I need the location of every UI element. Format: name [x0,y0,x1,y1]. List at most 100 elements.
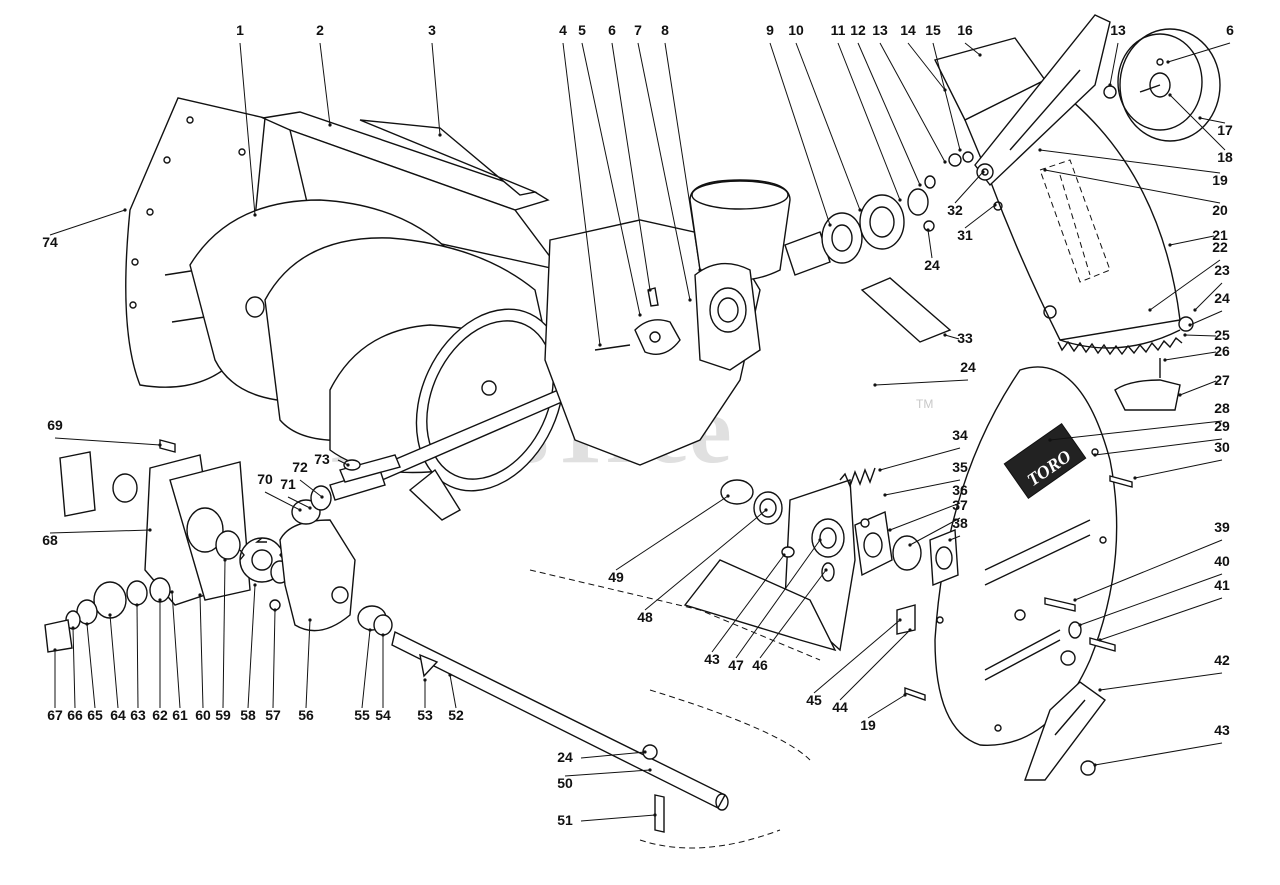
leader-arrow-6b [1166,60,1170,64]
leader-line-71 [287,496,311,509]
part-number-43a: 43 [1214,722,1230,738]
part-number-43b: 43 [704,651,720,667]
part-number-9: 9 [766,22,774,38]
leader-line-60 [199,594,204,709]
leader-arrow-10 [858,208,862,212]
part-number-47: 47 [728,657,744,673]
leader-line-33 [944,334,960,340]
leader-arrow-16 [978,53,982,57]
part-number-28: 28 [1214,400,1230,416]
leader-line-69 [54,437,161,446]
part-number-71: 71 [280,476,296,492]
leader-line-55 [361,629,371,709]
leader-line-58 [247,584,256,709]
leader-line-20 [1044,169,1221,204]
leader-arrow-3 [438,133,442,137]
leader-arrow-57 [273,608,277,612]
leader-arrow-69 [158,443,162,447]
leader-line-5 [581,42,641,316]
leader-line-36 [889,502,961,531]
leader-line-52 [449,674,457,709]
leader-line-22 [1149,259,1221,311]
part-number-27: 27 [1214,372,1230,388]
leader-line-56 [305,619,311,709]
leader-line-28 [1049,420,1223,441]
leader-arrow-5 [638,313,642,317]
leader-line-24c [874,379,969,386]
leader-arrow-54 [381,633,385,637]
part-number-53: 53 [417,707,433,723]
leader-arrow-52 [448,673,452,677]
leader-arrow-58 [253,583,257,587]
leader-line-15 [932,42,961,151]
leader-line-32 [954,171,984,204]
leader-line-18 [1169,94,1226,151]
part-number-19a: 19 [1212,172,1228,188]
leader-arrow-31 [993,203,997,207]
leader-line-46 [759,569,827,659]
part-number-10: 10 [788,22,804,38]
part-number-2: 2 [316,22,324,38]
leader-arrow-49 [726,494,730,498]
leader-arrow-37 [908,543,912,547]
leader-line-57 [272,609,276,709]
part-number-5: 5 [578,22,586,38]
leader-arrow-70 [298,508,302,512]
gear-case-assembly [44,439,401,653]
part-number-51: 51 [557,812,573,828]
leader-arrow-56 [308,618,312,622]
leader-line-41 [1099,597,1223,641]
part-number-39: 39 [1214,519,1230,535]
leader-arrow-72 [320,495,324,499]
leader-line-63 [136,604,139,709]
leader-arrow-62 [158,598,162,602]
part-number-50: 50 [557,775,573,791]
leader-arrow-32 [981,170,985,174]
part-number-22: 22 [1212,239,1228,255]
leader-arrow-28 [1048,438,1052,442]
leader-arrow-29 [1093,453,1097,457]
leader-line-13b [1109,42,1119,86]
leader-arrow-17 [1198,116,1202,120]
leader-arrow-44 [908,628,912,632]
part-number-61: 61 [172,707,188,723]
leader-line-19b [867,694,906,719]
leader-arrow-35 [883,493,887,497]
leader-arrow-64 [108,613,112,617]
part-number-67: 67 [47,707,63,723]
leader-arrow-73 [346,463,350,467]
spring-bearing-set [720,467,959,635]
leader-arrow-33 [943,333,947,337]
part-number-3: 3 [428,22,436,38]
leader-line-27 [1179,380,1217,396]
leader-arrow-41 [1098,638,1102,642]
leader-arrow-59 [223,558,227,562]
leader-arrow-42 [1098,688,1102,692]
part-number-8: 8 [661,22,669,38]
part-number-34: 34 [952,427,968,443]
leader-arrow-47 [818,538,822,542]
leader-line-24b [927,229,933,259]
part-number-32: 32 [947,202,963,218]
part-number-54: 54 [375,707,391,723]
part-number-12: 12 [850,22,866,38]
part-number-24d: 24 [557,749,573,765]
leader-line-73 [337,459,349,466]
leader-arrow-39 [1073,598,1077,602]
leader-line-42 [1099,672,1223,691]
part-number-52: 52 [448,707,464,723]
leader-arrow-25 [1183,333,1187,337]
leader-line-21 [1169,235,1215,246]
leader-line-34 [879,447,961,471]
part-number-72: 72 [292,459,308,475]
leader-line-70 [264,491,301,511]
leader-arrow-18 [1168,93,1172,97]
leader-arrow-38 [948,538,952,542]
leader-arrow-43b [782,553,786,557]
part-number-65: 65 [87,707,103,723]
leader-arrow-65 [85,622,89,626]
leader-arrow-20 [1043,168,1047,172]
small-plates [860,277,1181,411]
leader-arrow-43a [1093,763,1097,767]
